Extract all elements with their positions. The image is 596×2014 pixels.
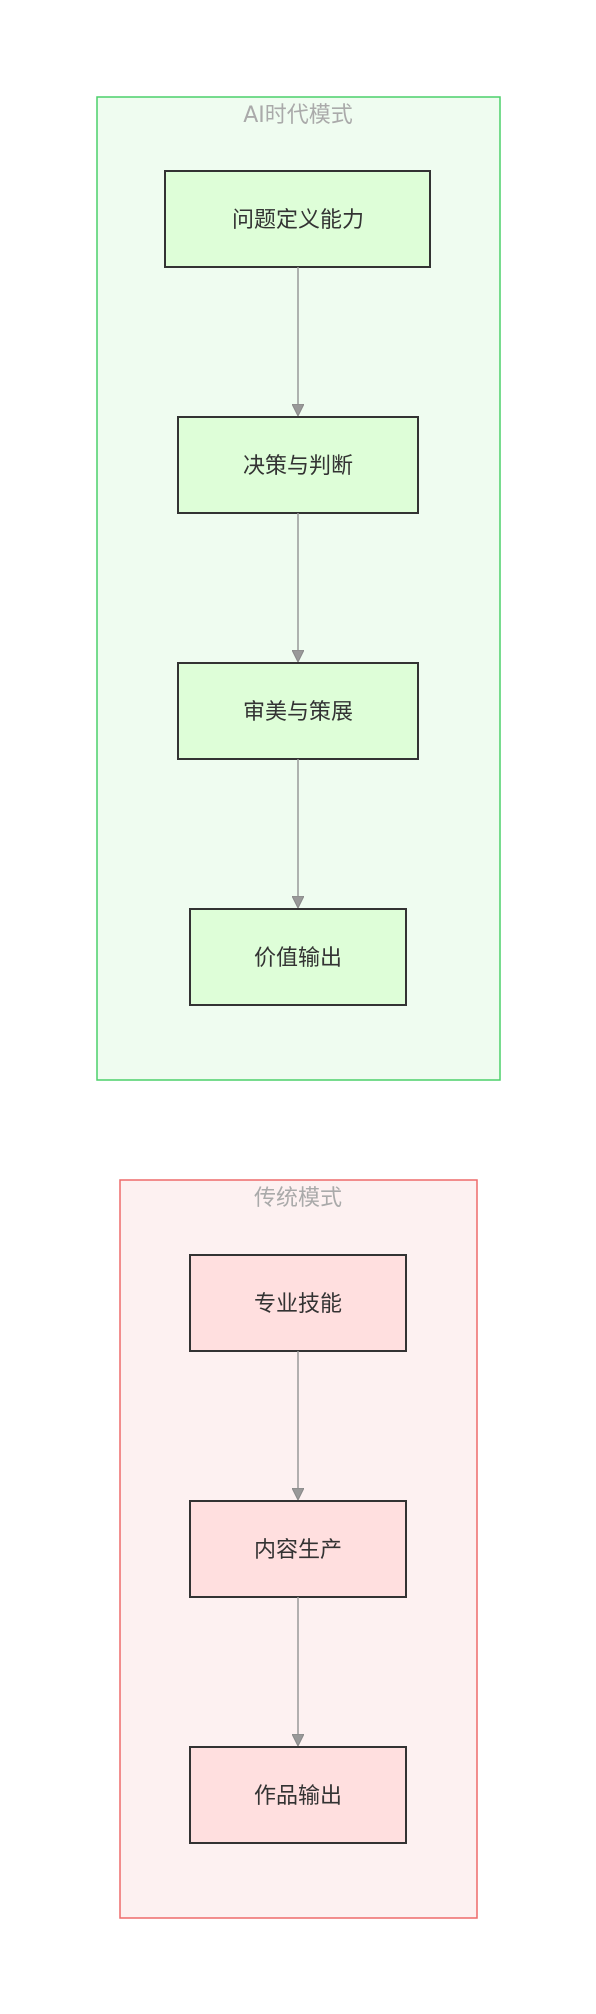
- node-work-output: 作品输出: [189, 1746, 407, 1844]
- node-content-production: 内容生产: [189, 1500, 407, 1598]
- node-aesthetics-curation: 审美与策展: [177, 662, 419, 760]
- group-ai-era-mode-title: AI时代模式: [243, 103, 353, 128]
- node-professional-skills-box: [189, 1254, 407, 1352]
- node-value-output: 价值输出: [189, 908, 407, 1006]
- node-aesthetics-curation-label: 审美与策展: [243, 700, 353, 725]
- node-work-output-label: 作品输出: [254, 1784, 342, 1809]
- node-problem-definition-box: [164, 170, 431, 268]
- node-work-output-box: [189, 1746, 407, 1844]
- node-professional-skills: 专业技能: [189, 1254, 407, 1352]
- node-professional-skills-label: 专业技能: [254, 1292, 342, 1317]
- node-decision-judgment-label: 决策与判断: [243, 454, 353, 479]
- node-problem-definition-label: 问题定义能力: [232, 208, 364, 233]
- node-decision-judgment: 决策与判断: [177, 416, 419, 514]
- node-problem-definition: 问题定义能力: [164, 170, 431, 268]
- group-ai-era-mode: AI时代模式 问题定义能力 决策与判断 审美与策展 价值输出: [96, 96, 501, 1081]
- node-value-output-box: [189, 908, 407, 1006]
- group-traditional-mode: 传统模式 专业技能 内容生产 作品输出: [119, 1179, 478, 1919]
- node-content-production-box: [189, 1500, 407, 1598]
- node-content-production-label: 内容生产: [254, 1538, 342, 1563]
- node-aesthetics-curation-box: [177, 662, 419, 760]
- node-value-output-label: 价值输出: [254, 946, 342, 971]
- group-traditional-mode-title: 传统模式: [254, 1186, 342, 1211]
